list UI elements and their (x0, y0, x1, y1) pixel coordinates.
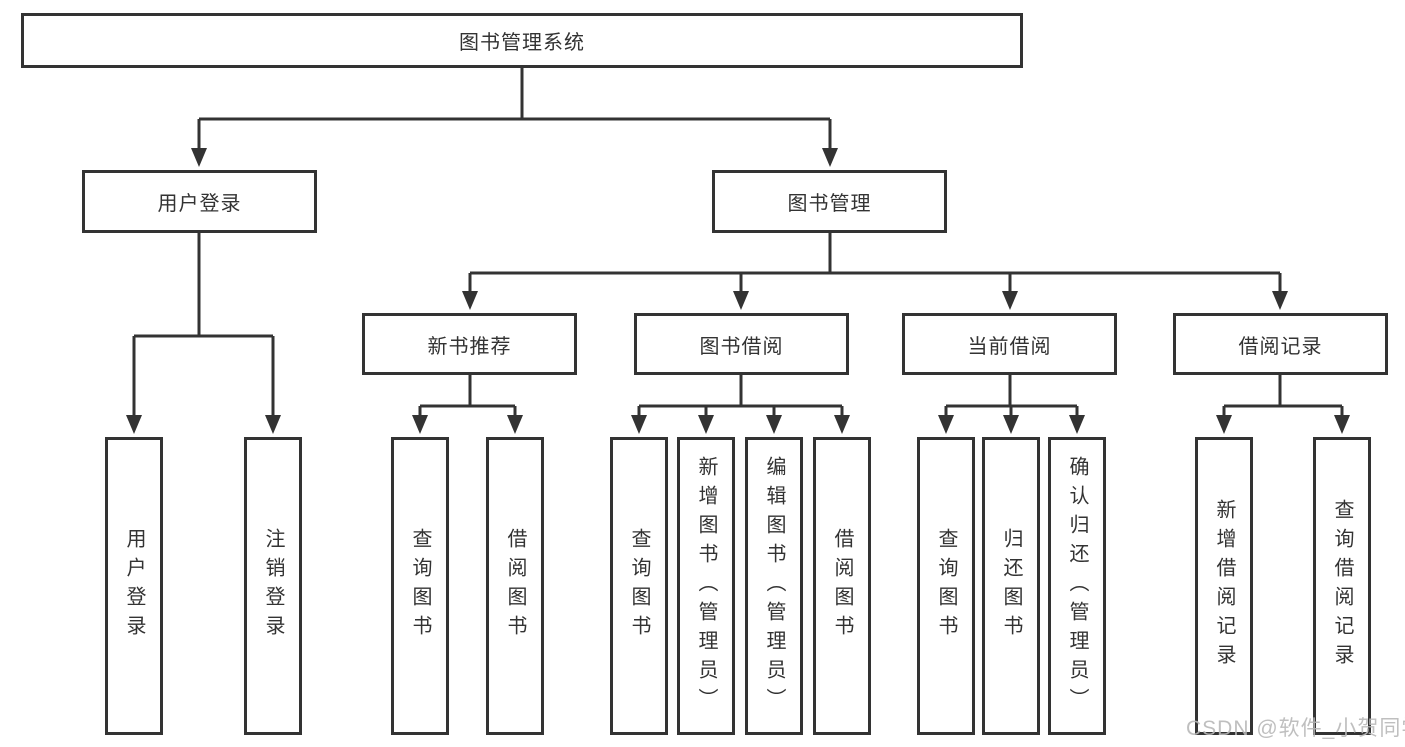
node-current-borrowing: 当前借阅 (902, 313, 1117, 375)
leaf-confirm-return-admin-label: 确认归还（管理员） (1066, 455, 1088, 717)
leaf-add-borrow-record-label: 新增借阅记录 (1213, 499, 1235, 673)
leaf-query-borrow-record: 查询借阅记录 (1313, 437, 1371, 735)
leaf-return-books-label: 归还图书 (1000, 528, 1022, 644)
leaf-add-books-admin-label: 新增图书（管理员） (695, 455, 717, 717)
arrowheads (126, 148, 1350, 434)
leaf-add-books-admin: 新增图书（管理员） (677, 437, 735, 735)
node-book-borrowing: 图书借阅 (634, 313, 849, 375)
node-root: 图书管理系统 (21, 13, 1023, 68)
leaf-borrowing-borrow-books: 借阅图书 (813, 437, 871, 735)
leaf-newbook-borrow-books: 借阅图书 (486, 437, 544, 735)
leaf-current-query-books: 查询图书 (917, 437, 975, 735)
leaf-borrowing-borrow-books-label: 借阅图书 (831, 528, 853, 644)
node-book-borrowing-label: 图书借阅 (699, 335, 784, 358)
node-root-label: 图书管理系统 (459, 32, 585, 54)
node-current-borrowing-label: 当前借阅 (967, 335, 1052, 358)
node-borrow-records: 借阅记录 (1173, 313, 1388, 375)
node-user-login-label: 用户登录 (157, 193, 242, 215)
leaf-current-query-books-label: 查询图书 (935, 528, 957, 644)
leaf-borrowing-query-books: 查询图书 (610, 437, 668, 735)
leaf-add-borrow-record: 新增借阅记录 (1195, 437, 1253, 735)
leaf-user-login-label: 用户登录 (123, 528, 145, 644)
leaf-query-borrow-record-label: 查询借阅记录 (1331, 499, 1353, 673)
leaf-borrowing-query-books-label: 查询图书 (628, 528, 650, 644)
node-new-book-recommend: 新书推荐 (362, 313, 577, 375)
leaf-edit-books-admin-label: 编辑图书（管理员） (763, 455, 785, 717)
leaf-confirm-return-admin: 确认归还（管理员） (1048, 437, 1106, 735)
leaf-newbook-query-books-label: 查询图书 (409, 528, 431, 644)
leaf-logout: 注销登录 (244, 437, 302, 735)
node-book-management: 图书管理 (712, 170, 947, 233)
leaf-user-login: 用户登录 (105, 437, 163, 735)
leaf-edit-books-admin: 编辑图书（管理员） (745, 437, 803, 735)
node-new-book-recommend-label: 新书推荐 (427, 335, 512, 358)
leaf-newbook-borrow-books-label: 借阅图书 (504, 528, 526, 644)
leaf-newbook-query-books: 查询图书 (391, 437, 449, 735)
node-user-login: 用户登录 (82, 170, 317, 233)
node-book-management-label: 图书管理 (787, 193, 872, 215)
csdn-watermark: CSDN @软件_小贺同学 (1186, 717, 1405, 740)
node-borrow-records-label: 借阅记录 (1238, 335, 1323, 358)
leaf-logout-label: 注销登录 (262, 528, 284, 644)
leaf-return-books: 归还图书 (982, 437, 1040, 735)
